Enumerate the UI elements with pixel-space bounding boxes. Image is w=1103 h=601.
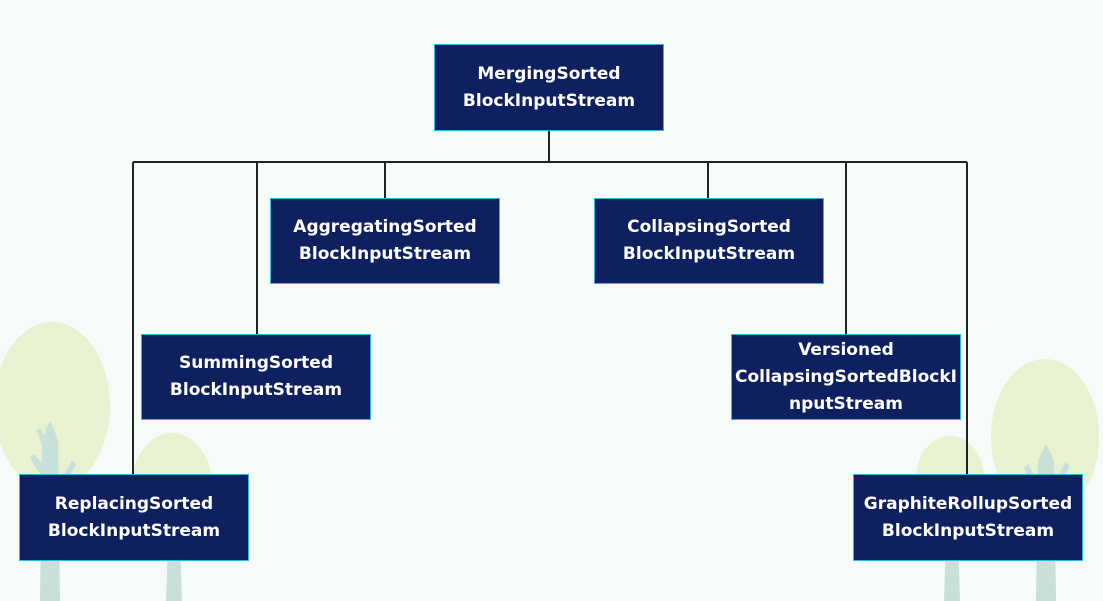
node-replacing-sorted-block-input-stream: ReplacingSorted BlockInputStream bbox=[19, 474, 249, 561]
node-label-line: BlockInputStream bbox=[462, 90, 636, 111]
node-label-line: Versioned bbox=[798, 339, 894, 360]
node-versioned-collapsing-sorted-block-input-stream: Versioned CollapsingSortedBlockI nputStr… bbox=[731, 334, 961, 420]
node-label-line: CollapsingSorted bbox=[627, 217, 791, 237]
node-label-line: BlockInputStream bbox=[298, 244, 472, 264]
node-label-line: BlockInputStream bbox=[47, 520, 221, 541]
node-summing-sorted-block-input-stream: SummingSorted BlockInputStream bbox=[141, 334, 371, 420]
tree-foliage-left-large bbox=[0, 322, 110, 490]
node-label-line: MergingSorted bbox=[477, 63, 621, 84]
node-label-line: nputStream bbox=[789, 393, 903, 414]
node-merging-sorted-block-input-stream: MergingSorted BlockInputStream bbox=[434, 44, 664, 131]
node-label-line: BlockInputStream bbox=[622, 244, 796, 264]
node-label-line: CollapsingSortedBlockI bbox=[735, 366, 957, 387]
node-label-line: SummingSorted bbox=[178, 353, 333, 373]
node-label-line: BlockInputStream bbox=[881, 520, 1055, 541]
node-label-line: AggregatingSorted bbox=[293, 217, 477, 237]
connectors bbox=[132, 131, 968, 475]
node-aggregating-sorted-block-input-stream: AggregatingSorted BlockInputStream bbox=[270, 198, 500, 284]
node-label-line: BlockInputStream bbox=[169, 380, 343, 400]
node-graphite-rollup-sorted-block-input-stream: GraphiteRollupSorted BlockInputStream bbox=[853, 474, 1083, 561]
node-collapsing-sorted-block-input-stream: CollapsingSorted BlockInputStream bbox=[594, 198, 824, 284]
node-label-line: GraphiteRollupSorted bbox=[863, 493, 1073, 514]
node-label-line: ReplacingSorted bbox=[54, 493, 214, 514]
